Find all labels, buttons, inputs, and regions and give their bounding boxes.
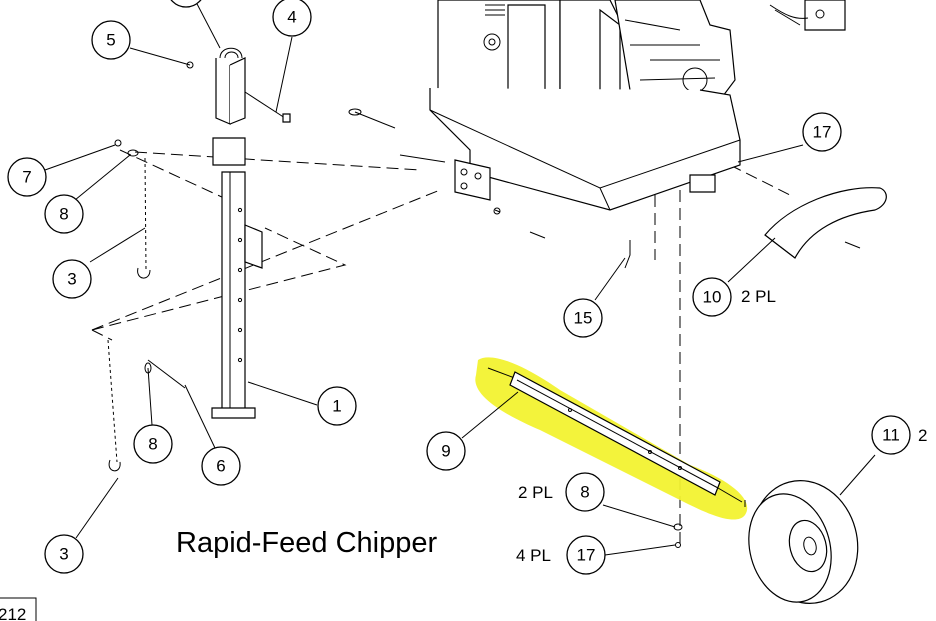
callout-10-number: 10	[703, 288, 722, 307]
chain-lower	[107, 339, 121, 472]
callout-3-upper: 3	[52, 259, 92, 299]
u-bracket	[186, 47, 291, 125]
callout-3-lower-number: 3	[59, 545, 68, 564]
clip-pin	[624, 240, 631, 269]
callout-partial-top	[170, 0, 202, 8]
callout-8-mid: 8	[133, 424, 173, 464]
callout-17-lower-number: 17	[577, 546, 596, 565]
callout-9-number: 9	[441, 442, 450, 461]
callout-3-lower: 3	[44, 534, 84, 574]
diagram-title: Rapid-Feed Chipper	[176, 527, 437, 559]
left-hardware	[114, 139, 186, 389]
callout-17-quantity: 4 PL	[516, 546, 551, 565]
chain-upper	[137, 157, 151, 279]
callout-7-number: 7	[22, 168, 31, 187]
callout-8-mid-number: 8	[148, 435, 157, 454]
callout-9: 9	[426, 431, 466, 471]
callout-5: 5	[91, 20, 131, 60]
page-reference: 212	[0, 605, 26, 621]
chipper-body	[348, 0, 741, 239]
nut-washer	[673, 523, 683, 548]
jack-stand-holes	[237, 207, 243, 363]
callout-1-number: 1	[332, 397, 341, 416]
callout-4: 4	[272, 0, 312, 37]
callout-8-upper-number: 8	[59, 205, 68, 224]
callout-8-upper: 8	[44, 194, 84, 234]
callout-6-number: 6	[216, 457, 225, 476]
callout-3-upper-number: 3	[67, 270, 76, 289]
callout-8-lower-number: 8	[580, 483, 589, 502]
wheel	[748, 480, 859, 604]
callout-1: 1	[317, 386, 357, 426]
fender	[764, 187, 887, 259]
callout-11: 11	[871, 415, 911, 455]
callout-11-quantity: 2	[918, 426, 927, 445]
leader-lines	[44, 0, 876, 556]
callout-10-quantity: 2 PL	[741, 287, 776, 306]
callout-6: 6	[201, 446, 241, 486]
callout-5-number: 5	[106, 31, 115, 50]
callout-10: 10	[692, 277, 732, 317]
callout-11-number: 11	[882, 426, 900, 445]
callout-7: 7	[7, 157, 47, 197]
callout-17-upper: 17	[802, 112, 842, 152]
page-reference-box: 212	[0, 597, 37, 621]
callout-15: 15	[563, 298, 603, 338]
callout-17-lower: 17	[566, 535, 606, 575]
callout-17-upper-number: 17	[813, 123, 832, 142]
axle	[487, 367, 746, 507]
top-right-bracket	[769, 0, 846, 31]
callout-15-number: 15	[574, 309, 593, 328]
jack-stand	[211, 137, 263, 419]
callout-8-lower: 8	[565, 472, 605, 512]
callout-8-quantity: 2 PL	[518, 483, 553, 502]
callout-4-number: 4	[287, 8, 296, 27]
